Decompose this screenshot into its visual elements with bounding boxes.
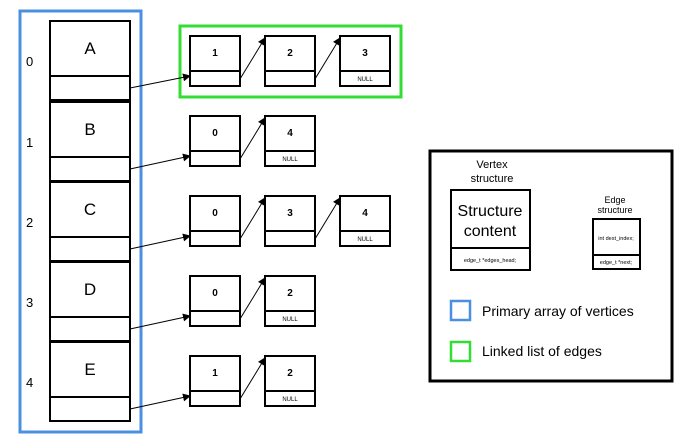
legend: Vertex structure Structure content edge_…: [428, 149, 674, 383]
vertex-index-4: 4: [26, 375, 33, 390]
edge-node: [264, 115, 316, 167]
primary-array-highlight: [18, 9, 143, 434]
vertex-structure-content-2: content: [464, 223, 517, 240]
edges-head-pointer: [129, 73, 191, 89]
edge-dest-index-field: int dest_index;: [598, 236, 634, 242]
vertex-index-1: 1: [26, 135, 33, 150]
linked-list-legend-label: Linked list of edges: [482, 343, 602, 359]
vertex-edges-head-field: edge_t *edges_head;: [464, 258, 517, 264]
edge-next-pointer: [314, 197, 341, 240]
vertex-cell-b: [49, 101, 131, 182]
edge-dest-index: 1: [212, 48, 218, 59]
vertex-label-a: A: [84, 39, 96, 58]
edge-structure-title-2: structure: [597, 205, 632, 215]
vertex-structure-title-2: structure: [471, 173, 514, 185]
primary-vertex-array: 0 A 1 B 2 C 3 D 4 E: [26, 20, 131, 422]
edge-dest-index: 3: [362, 48, 368, 59]
edge-dest-index: 0: [212, 128, 218, 139]
edge-next-pointer: [239, 357, 266, 400]
edge-dest-index: 2: [287, 368, 293, 379]
edges-head-pointer: [129, 153, 191, 170]
vertex-index-2: 2: [26, 215, 33, 230]
edge-structure-title: Edge: [604, 195, 625, 205]
edge-null-label: NULL: [282, 157, 298, 163]
edge-next-pointer: [314, 37, 341, 80]
linked-list-highlight: [178, 24, 403, 99]
linked-list-swatch: [449, 340, 472, 363]
vertex-label-d: D: [84, 280, 96, 299]
edge-dest-index: 1: [212, 368, 218, 379]
edge-dest-index: 4: [287, 128, 293, 139]
vertex-cell-e: [49, 341, 131, 422]
edge-dest-index: 0: [212, 288, 218, 299]
edge-null-label: NULL: [282, 397, 298, 403]
edge-node: [264, 35, 316, 87]
edge-next-field: edge_t *next;: [600, 260, 633, 266]
edge-dest-index: 3: [287, 208, 293, 219]
primary-array-legend-label: Primary array of vertices: [482, 303, 634, 319]
vertex-structure-box: [450, 189, 531, 271]
vertex-structure-title: Vertex: [476, 159, 508, 171]
edge-node: [339, 35, 391, 87]
edges-head-pointer: [129, 393, 191, 410]
edge-node: [264, 355, 316, 407]
vertex-label-e: E: [84, 360, 95, 379]
edge-next-pointer: [239, 117, 266, 160]
edge-dest-index: 0: [212, 208, 218, 219]
edge-next-pointer: [239, 197, 266, 240]
edge-structure-box: [592, 218, 641, 270]
edge-node: [189, 115, 241, 167]
edge-null-label: NULL: [357, 77, 373, 83]
edge-node: [189, 35, 241, 87]
edge-node: [189, 195, 241, 247]
edge-node: [264, 195, 316, 247]
vertex-label-b: B: [84, 120, 95, 139]
edge-dest-index: 2: [287, 48, 293, 59]
edge-next-pointer: [239, 37, 266, 80]
edge-next-pointer: [239, 277, 266, 320]
vertex-index-0: 0: [26, 54, 33, 69]
vertex-cell-d: [49, 261, 131, 342]
edge-dest-index: 2: [287, 288, 293, 299]
vertex-index-3: 3: [26, 295, 33, 310]
edge-null-label: NULL: [282, 317, 298, 323]
vertex-cell-c: [49, 181, 131, 262]
edge-null-label: NULL: [357, 237, 373, 243]
primary-array-swatch: [449, 299, 472, 322]
vertex-cell-a: [49, 20, 131, 101]
edge-dest-index: 4: [362, 208, 368, 219]
edge-node: [189, 275, 241, 327]
edges-head-pointer: [129, 313, 191, 330]
vertex-label-c: C: [84, 200, 96, 219]
edge-node: [264, 275, 316, 327]
edges-head-pointer: [129, 233, 191, 250]
edge-node: [189, 355, 241, 407]
edge-node: [339, 195, 391, 247]
vertex-structure-content: Structure: [458, 203, 523, 220]
